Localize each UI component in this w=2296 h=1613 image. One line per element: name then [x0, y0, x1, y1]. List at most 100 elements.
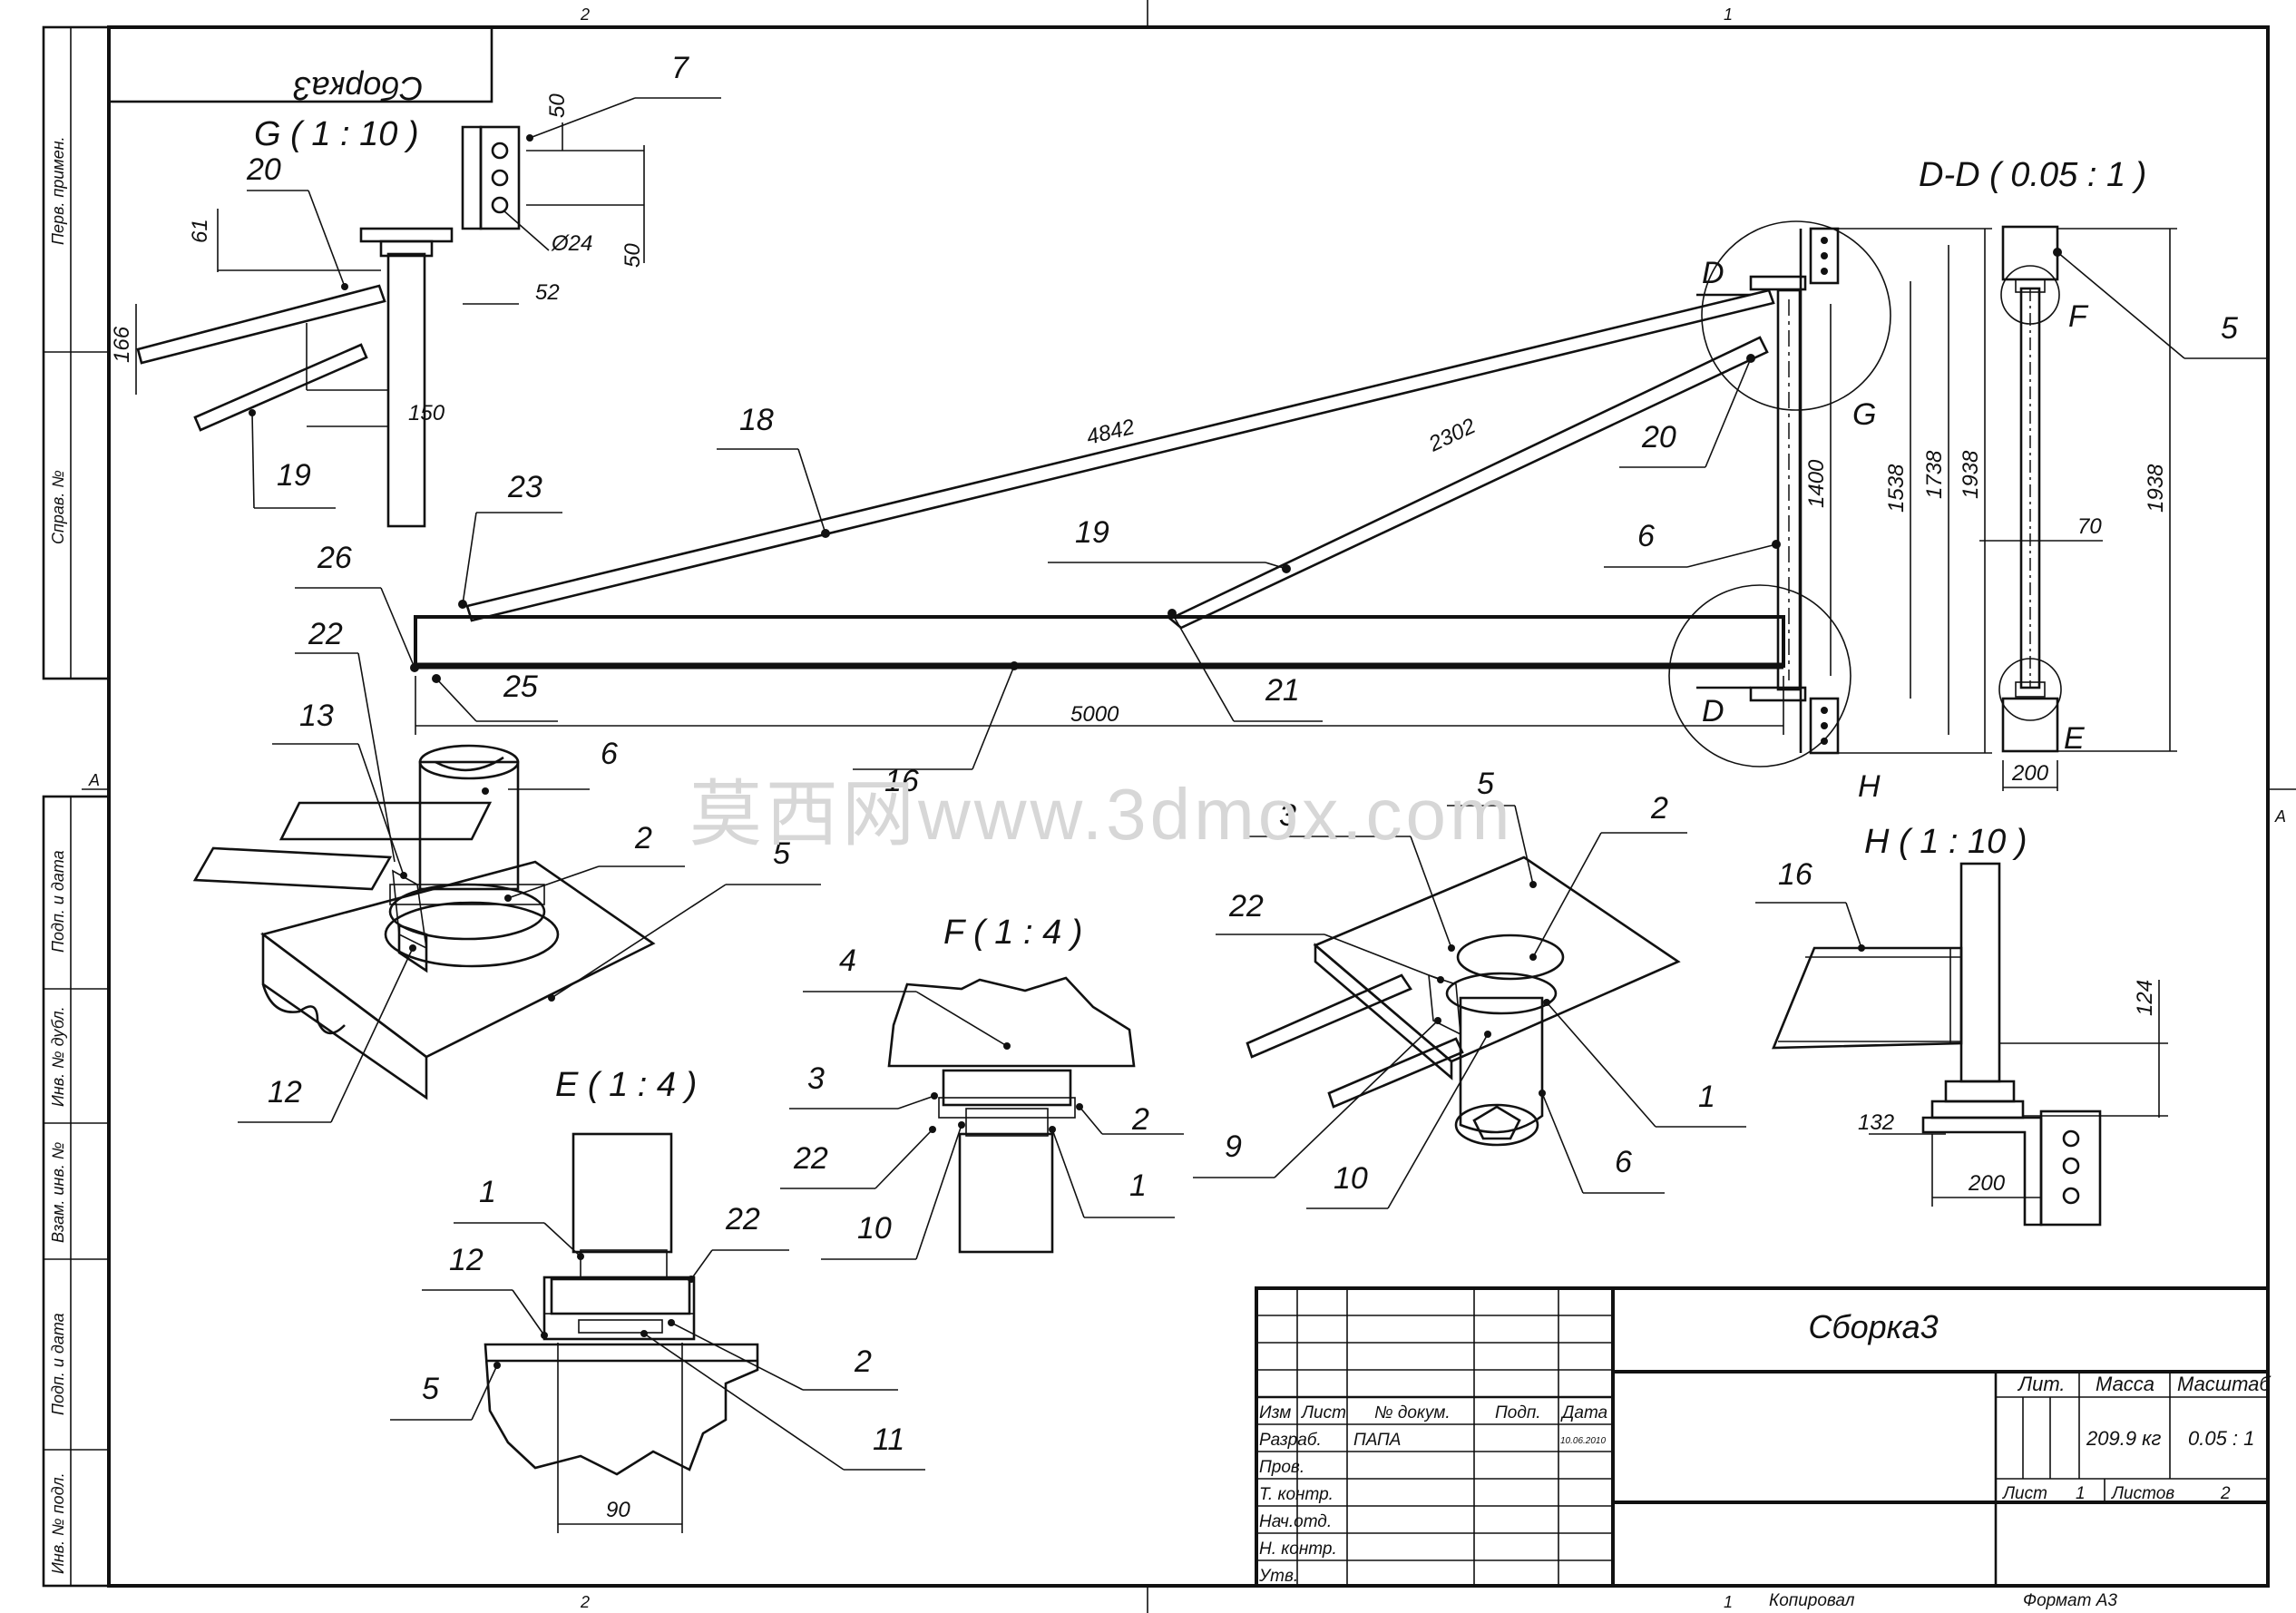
view-f-title: F ( 1 : 4 ) — [943, 914, 1082, 952]
footer-format: Формат А3 — [2023, 1591, 2117, 1610]
title-block: Сборка3 Изм Лист № докум. Подп. Дата Раз… — [1255, 1286, 2272, 1588]
listov-label: Листов — [2110, 1484, 2174, 1503]
dim-g-166: 166 — [110, 326, 134, 363]
callout-f-22: 22 — [793, 1141, 828, 1176]
hdr-lit: Лит. — [2017, 1373, 2066, 1395]
callout-e-1: 1 — [479, 1175, 496, 1209]
dim-dd-200: 200 — [2011, 761, 2049, 786]
view-e-detail: E ( 1 : 4 ) 90 1 12 22 2 5 — [390, 1066, 925, 1533]
callout-dd-5: 5 — [2221, 311, 2238, 346]
view-dd-title: D-D ( 0.05 : 1 ) — [1919, 156, 2146, 194]
callout-h-16: 16 — [1778, 857, 1812, 892]
iso-assembly-right: 3 5 2 22 1 9 10 6 — [1193, 767, 1746, 1209]
side-perv-primen: Перв. примен. — [49, 136, 67, 245]
callout-b-2: 2 — [1650, 791, 1668, 826]
view-letter-f: F — [2068, 299, 2089, 334]
view-g-title: G ( 1 : 10 ) — [254, 115, 419, 153]
callout-g-7: 7 — [671, 51, 689, 85]
callout-21: 21 — [1265, 673, 1300, 708]
callout-f-4: 4 — [839, 943, 856, 978]
view-letter-g: G — [1852, 397, 1876, 432]
razrab-date: 10.06.2010 — [1560, 1436, 1606, 1446]
callout-16: 16 — [884, 764, 919, 798]
side-podp-data-1: Подп. и дата — [49, 850, 67, 953]
view-f-detail: F ( 1 : 4 ) 4 3 22 10 2 1 — [780, 914, 1184, 1260]
callout-e-22: 22 — [725, 1202, 760, 1237]
side-sprav-no: Справ. № — [49, 470, 67, 544]
dim-h-132: 132 — [1858, 1110, 1894, 1135]
view-h-title: H ( 1 : 10 ) — [1864, 823, 2027, 861]
zone-top-right: 1 — [1724, 5, 1733, 24]
dim-e-90: 90 — [606, 1498, 630, 1522]
zone-left: A — [88, 771, 100, 789]
callout-iso-6: 6 — [601, 737, 618, 771]
callout-f-1: 1 — [1129, 1168, 1147, 1203]
col-doc: № докум. — [1374, 1403, 1451, 1422]
callout-g-20: 20 — [246, 152, 281, 187]
callout-iso-2: 2 — [634, 821, 652, 855]
callout-iso-22: 22 — [308, 617, 343, 651]
dim-g-50a: 50 — [545, 93, 570, 118]
callout-b-9: 9 — [1225, 1129, 1242, 1164]
dim-1738: 1738 — [1922, 450, 1947, 499]
dim-h-200: 200 — [1968, 1171, 2006, 1196]
view-letter-e: E — [2064, 721, 2085, 756]
col-list: Лист — [1300, 1403, 1346, 1422]
callout-b-22: 22 — [1228, 889, 1264, 924]
hdr-massa: Масса — [2096, 1373, 2154, 1395]
dim-g-52: 52 — [535, 280, 560, 305]
view-letter-h: H — [1858, 769, 1881, 804]
side-podp-data-2: Подп. и дата — [49, 1313, 67, 1415]
callout-e-12: 12 — [449, 1243, 484, 1277]
dim-dd-70: 70 — [2077, 514, 2102, 539]
view-dd-section: D-D ( 0.05 : 1 ) F E 1938 70 200 5 — [1919, 156, 2268, 791]
dim-dd-1938: 1938 — [2144, 464, 2168, 513]
dim-1400: 1400 — [1804, 459, 1829, 508]
row-utv: Утв. — [1258, 1567, 1298, 1586]
watermark: 莫西网www.3dmox.com — [689, 774, 1514, 855]
callout-iso-13: 13 — [299, 699, 334, 733]
dim-5000: 5000 — [1070, 702, 1119, 727]
dim-1538: 1538 — [1884, 464, 1909, 513]
row-tkontr: Т. контр. — [1259, 1485, 1334, 1504]
callout-iso-5: 5 — [773, 836, 790, 871]
dim-g-50b: 50 — [620, 243, 645, 268]
side-strip: Перв. примен. Справ. № Подп. и дата Инв.… — [42, 25, 111, 1588]
list-value: 1 — [2076, 1484, 2086, 1503]
callout-b-10: 10 — [1334, 1161, 1368, 1196]
zone-bottom-right: 1 — [1724, 1593, 1733, 1611]
dim-g-61: 61 — [188, 219, 212, 243]
massa-value: 209.9 кг — [2086, 1427, 2162, 1450]
razrab-name: ПАПА — [1353, 1431, 1401, 1450]
view-e-title: E ( 1 : 4 ) — [555, 1066, 697, 1104]
masshtab-value: 0.05 : 1 — [2188, 1427, 2254, 1450]
callout-e-2: 2 — [854, 1344, 872, 1379]
callout-e-5: 5 — [422, 1372, 439, 1406]
zone-right: A — [2274, 807, 2286, 826]
dim-g-150: 150 — [408, 401, 445, 425]
view-h-detail: H ( 1 : 10 ) 124 132 200 16 — [1755, 823, 2168, 1227]
callout-18: 18 — [739, 403, 774, 437]
zone-top-left: 2 — [580, 5, 590, 24]
row-nachotd: Нач.отд. — [1259, 1512, 1332, 1531]
row-razrab: Разраб. — [1259, 1431, 1322, 1450]
main-crane-view: D D G H 5000 4842 2302 1400 1538 1738 19… — [295, 220, 1992, 804]
title-block-name: Сборка3 — [1808, 1308, 1938, 1345]
callout-23: 23 — [507, 470, 542, 504]
callout-b-5: 5 — [1477, 767, 1494, 801]
listov-value: 2 — [2220, 1484, 2231, 1503]
callout-20: 20 — [1641, 420, 1676, 455]
callout-e-11: 11 — [873, 1422, 904, 1457]
footer-kopiroval: Копировал — [1769, 1591, 1855, 1610]
top-tag-text: Сборка3 — [293, 70, 423, 107]
callout-19: 19 — [1075, 515, 1109, 550]
col-izm: Изм — [1259, 1403, 1291, 1422]
callout-g-19: 19 — [277, 458, 311, 493]
callout-b-6: 6 — [1615, 1145, 1632, 1179]
callout-6: 6 — [1637, 519, 1655, 553]
callout-iso-12: 12 — [268, 1075, 302, 1110]
row-nkontr: Н. контр. — [1259, 1540, 1337, 1559]
side-inv-dubl: Инв. № дубл. — [49, 1006, 67, 1107]
hdr-masshtab: Масштаб — [2177, 1373, 2272, 1395]
callout-b-3: 3 — [1279, 798, 1296, 833]
